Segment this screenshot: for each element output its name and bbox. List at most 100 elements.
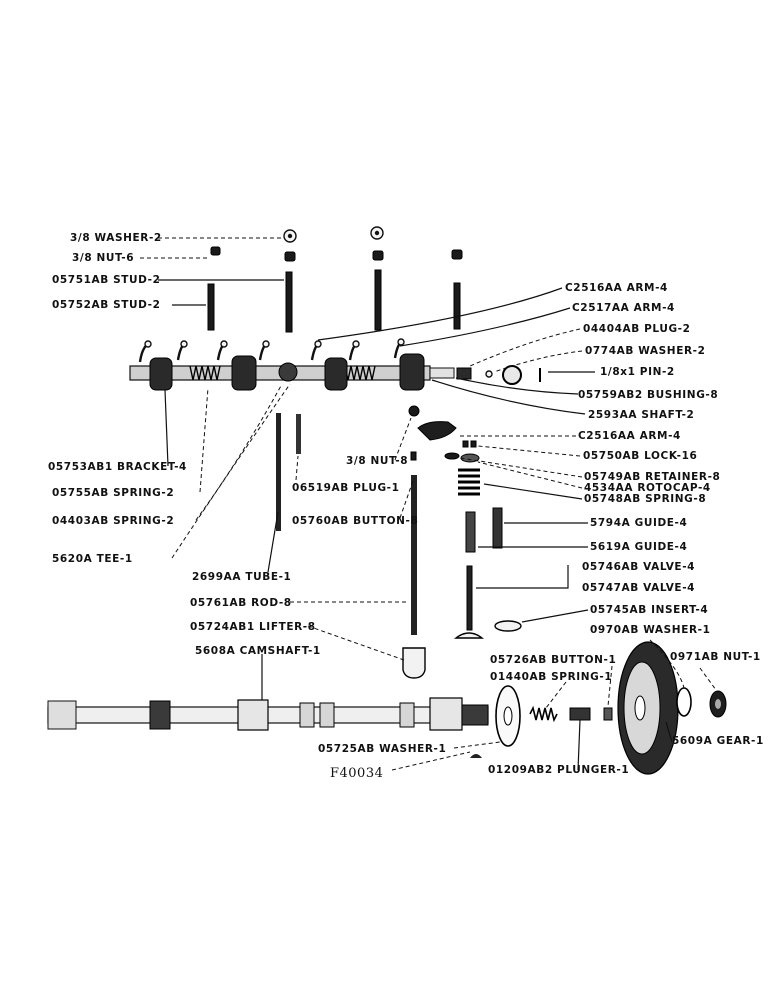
- label-rod-8: 05761AB ROD-8: [190, 597, 292, 609]
- leader-shaft-2: [431, 379, 586, 415]
- adjuster: [262, 340, 270, 348]
- valve-head: [453, 632, 485, 639]
- shaft-end: [429, 367, 455, 379]
- label-washer-2: 3/8 WASHER-2: [70, 232, 162, 244]
- adjuster: [314, 340, 322, 348]
- leader-lock-16: [477, 445, 581, 457]
- lifter-part: [402, 647, 426, 679]
- label-tee-5620: 5620A TEE-1: [52, 553, 133, 565]
- retainer-part: [444, 452, 460, 460]
- cam-nose: [461, 704, 489, 726]
- nut-part: [210, 246, 221, 256]
- nut-part: [451, 249, 463, 260]
- thrust-parts: [529, 705, 613, 723]
- label-button-05760: 05760AB BUTTON-8: [292, 515, 418, 527]
- leader-arm-c2516-top: [317, 287, 563, 341]
- leader-nut-8: [394, 417, 412, 461]
- top-washers-nuts: [210, 226, 463, 262]
- bracket-part: [149, 357, 173, 391]
- label-arm-c2516-top: C2516AA ARM-4: [565, 282, 668, 294]
- valve-stem: [466, 565, 473, 631]
- label-arm-c2516-mid: C2516AA ARM-4: [578, 430, 681, 442]
- rocker-arm-tips: [138, 341, 402, 363]
- label-plug-04404: 04404AB PLUG-2: [583, 323, 691, 335]
- key-part: [470, 754, 482, 758]
- label-nut-8: 3/8 NUT-8: [346, 455, 408, 467]
- leader-gear-5609: [665, 721, 673, 743]
- nut-part: [372, 250, 384, 261]
- adjuster: [220, 340, 228, 348]
- leader-rotocap-4: [477, 461, 583, 489]
- leader-washer-0970: [649, 639, 685, 689]
- leader-spring-04403: [195, 383, 283, 521]
- label-lifter-8: 05724AB1 LIFTER-8: [190, 621, 316, 633]
- lock-part: [462, 440, 469, 448]
- plug-part: [456, 367, 472, 380]
- label-spring-05755: 05755AB SPRING-2: [52, 487, 174, 499]
- label-lock-16: 05750AB LOCK-16: [583, 450, 697, 462]
- label-button-05726: 05726AB BUTTON-1: [490, 654, 616, 666]
- label-camshaft-1: 5608A CAMSHAFT-1: [195, 645, 321, 657]
- adjuster: [352, 340, 360, 348]
- cam-lobe: [299, 702, 315, 728]
- label-gear-5609: 5609A GEAR-1: [672, 735, 764, 747]
- camshaft-part: [47, 685, 521, 758]
- tee-fitting: [278, 362, 298, 382]
- cam-gear: [149, 700, 171, 730]
- leader-plug-06519: [295, 455, 299, 481]
- adjuster: [180, 340, 188, 348]
- button-part: [410, 451, 417, 461]
- label-valve-05746: 05746AB VALVE-4: [582, 561, 695, 573]
- label-stud-05752: 05752AB STUD-2: [52, 299, 161, 311]
- label-arm-c2517: C2517AA ARM-4: [572, 302, 675, 314]
- plunger-spring: [529, 705, 558, 723]
- stud-part: [374, 269, 382, 331]
- leader-bracket-4: [164, 389, 169, 467]
- label-guide-5794: 5794A GUIDE-4: [590, 517, 687, 529]
- leader-washer-05725: [453, 741, 501, 749]
- leader-button-05760: [399, 477, 415, 519]
- cam-journal: [237, 699, 269, 731]
- label-stud-05751: 05751AB STUD-2: [52, 274, 161, 286]
- valve-train: [408, 405, 522, 639]
- label-valve-05747: 05747AB VALVE-4: [582, 582, 695, 594]
- button-part: [603, 707, 613, 721]
- rocker-shaft-assembly: [129, 338, 455, 391]
- stud-part: [453, 282, 461, 330]
- label-insert-4: 05745AB INSERT-4: [590, 604, 708, 616]
- label-nut-0971: 0971AB NUT-1: [670, 651, 761, 663]
- gear-bore: [634, 695, 646, 721]
- leader-tee-5620: [171, 383, 291, 559]
- label-pin-2: 1/8x1 PIN-2: [600, 366, 675, 378]
- label-shaft-2: 2593AA SHAFT-2: [588, 409, 694, 421]
- leader-lines: [140, 237, 717, 771]
- label-tube-2699: 2699AA TUBE-1: [192, 571, 291, 583]
- camshaft-end: [47, 700, 77, 730]
- bracket-part: [399, 353, 425, 391]
- part-labels: 3/8 WASHER-2 3/8 NUT-6 05751AB STUD-2 05…: [48, 232, 764, 781]
- leader-spring-01440: [545, 681, 567, 709]
- shaft-spring: [189, 365, 221, 381]
- bracket-part: [324, 357, 348, 391]
- small-washer: [485, 370, 493, 378]
- label-guide-5619: 5619A GUIDE-4: [590, 541, 687, 553]
- plug-part: [296, 414, 301, 454]
- cam-journal: [429, 697, 463, 731]
- label-spring-01440: 01440AB SPRING-1: [490, 671, 612, 683]
- leader-lifter-8: [307, 625, 405, 661]
- leader-washer-0774: [493, 350, 583, 373]
- guide-part: [492, 507, 503, 549]
- leader-spring-05748: [483, 483, 583, 500]
- push-rod-part: [411, 475, 417, 635]
- washer-hole: [374, 230, 380, 236]
- label-rotocap-4: 4534AA ROTOCAP-4: [584, 482, 711, 494]
- guide-part: [465, 511, 476, 553]
- nut-part: [284, 251, 296, 262]
- label-bushing-8: 05759AB2 BUSHING-8: [578, 389, 718, 401]
- leader-bushing-8: [455, 377, 579, 395]
- label-nut-6: 3/8 NUT-6: [72, 252, 134, 264]
- thrust-washer-hole: [503, 706, 513, 726]
- leader-retainer-8: [459, 457, 583, 478]
- label-washer-05725: 05725AB WASHER-1: [318, 743, 446, 755]
